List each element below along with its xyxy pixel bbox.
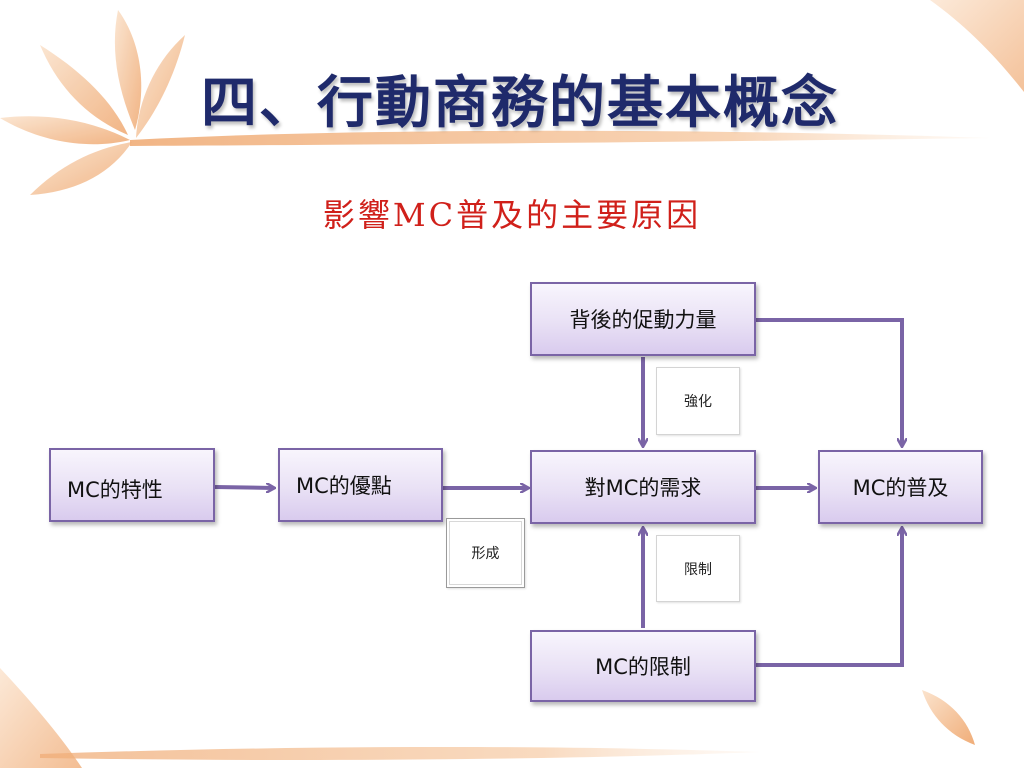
- corner-bottom-left: [0, 668, 82, 768]
- node-mc-characteristics: MC的特性: [49, 448, 215, 522]
- node-mc-adoption: MC的普及: [818, 450, 983, 524]
- leaf-bottom-right: [922, 690, 975, 745]
- label-strengthen: 強化: [656, 367, 740, 435]
- arrow-characteristics-to-advantages: [214, 487, 274, 488]
- leaf-cluster-top-left: [0, 10, 185, 195]
- slide-title: 四、行動商務的基本概念: [201, 71, 839, 136]
- node-mc-demand: 對MC的需求: [530, 450, 756, 524]
- node-driving-force: 背後的促動力量: [530, 282, 756, 356]
- arrow-driving-force-to-adoption: [756, 318, 902, 446]
- corner-top-right: [930, 0, 1024, 92]
- node-mc-advantages: MC的優點: [278, 448, 443, 522]
- slide-subtitle: 影響MC普及的主要原因: [322, 196, 702, 234]
- label-form: 形成: [446, 518, 525, 588]
- arrow-limitations-to-adoption: [756, 528, 902, 667]
- label-limit: 限制: [656, 535, 740, 602]
- bottom-stroke: [40, 746, 760, 760]
- node-mc-limitations: MC的限制: [530, 630, 756, 702]
- title-underline: [130, 130, 990, 146]
